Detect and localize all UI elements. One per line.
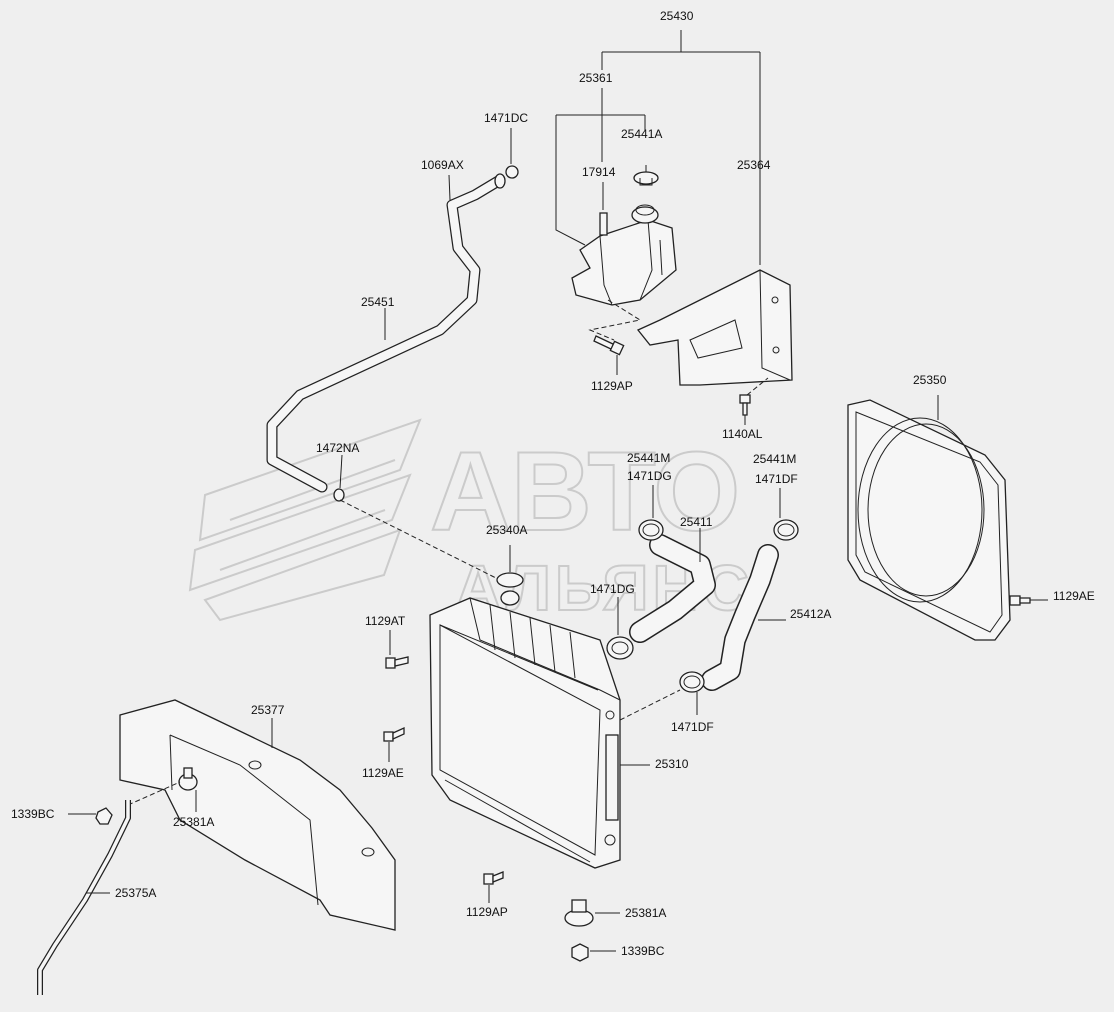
bolt-1129AP-bot (483, 871, 504, 903)
overflow-hose-25451 (266, 173, 506, 493)
label-1471DG-top: 1471DG (627, 469, 672, 483)
reservoir-bracket (636, 205, 793, 386)
label-1129AP-top: 1129AP (591, 379, 633, 393)
label-1472NA: 1472NA (316, 441, 359, 455)
label-25364: 25364 (737, 158, 771, 172)
group-bracket-25361 (555, 88, 646, 246)
mount-25381A-left (127, 767, 198, 812)
clamp-1471DG-top (638, 485, 664, 541)
label-25375A: 25375A (115, 886, 156, 900)
bolt-1129AP-top (593, 335, 625, 375)
clamp-1471DF-top (773, 488, 799, 541)
label-17914: 17914 (582, 165, 616, 179)
radiator-25310 (429, 597, 681, 869)
label-25340A: 25340A (486, 523, 527, 537)
label-25310: 25310 (655, 757, 689, 771)
clip-1472NA (333, 454, 345, 502)
nut-1339BC-left (68, 807, 113, 825)
label-25411: 25411 (680, 515, 713, 529)
label-1129AT: 1129AT (365, 614, 406, 628)
label-1339BC-left: 1339BC (11, 807, 55, 821)
dash-tank-bolt (588, 299, 642, 341)
label-25451: 25451 (361, 295, 395, 309)
label-25412A: 25412A (790, 607, 831, 621)
radiator-cap-25340A (496, 545, 524, 606)
label-25441A: 25441A (621, 127, 662, 141)
bolt-1129AE-left (383, 726, 405, 762)
clip-1471DC (505, 128, 519, 179)
nut-1339BC-bot (571, 943, 616, 962)
label-25361: 25361 (579, 71, 613, 85)
lead-1069AX (448, 174, 451, 201)
label-25381A-bot: 25381A (625, 906, 666, 920)
label-1129AE-right: 1129AE (1053, 589, 1095, 603)
lower-hose-25412A (701, 544, 786, 691)
label-1471DG-mid: 1471DG (590, 582, 635, 596)
clamp-1471DG-mid (606, 597, 634, 660)
label-25377: 25377 (251, 703, 285, 717)
rod-25375A (37, 800, 131, 995)
fan-shroud (847, 395, 1011, 641)
dash-hose-cap (339, 499, 501, 581)
label-25350: 25350 (913, 373, 947, 387)
label-25430: 25430 (660, 9, 694, 23)
label-25441M-right: 25441M (753, 452, 796, 466)
lower-shield-25377 (119, 699, 396, 931)
bolt-1129AE-right (1009, 595, 1048, 606)
mount-25381A-bot (564, 899, 620, 927)
label-1129AP-bot: 1129AP (466, 905, 508, 919)
label-1140AL: 1140AL (722, 427, 763, 441)
part-labels: 25430 25361 1471DC 25441A 1069AX 17914 2… (11, 9, 1095, 958)
label-1339BC-bot: 1339BC (621, 944, 665, 958)
reservoir-tank (571, 204, 677, 306)
watermark-line1: АВТО (430, 429, 740, 554)
watermark-stripes-icon (188, 418, 422, 622)
label-25381A-left: 25381A (173, 815, 214, 829)
label-1129AE-left: 1129AE (362, 766, 404, 780)
label-25441M-left: 25441M (627, 451, 670, 465)
bolt-1129AT (385, 630, 409, 669)
label-1471DC: 1471DC (484, 111, 528, 125)
label-1471DF-bot: 1471DF (671, 720, 714, 734)
reservoir-cap-25441A (633, 165, 659, 186)
upper-hose-25411 (629, 528, 716, 643)
label-1069AX: 1069AX (421, 158, 464, 172)
label-1471DF-top: 1471DF (755, 472, 798, 486)
clamp-1471DF-bot (679, 671, 705, 715)
bolt-1140AL (739, 377, 769, 425)
hose-pin-17914 (599, 182, 608, 236)
